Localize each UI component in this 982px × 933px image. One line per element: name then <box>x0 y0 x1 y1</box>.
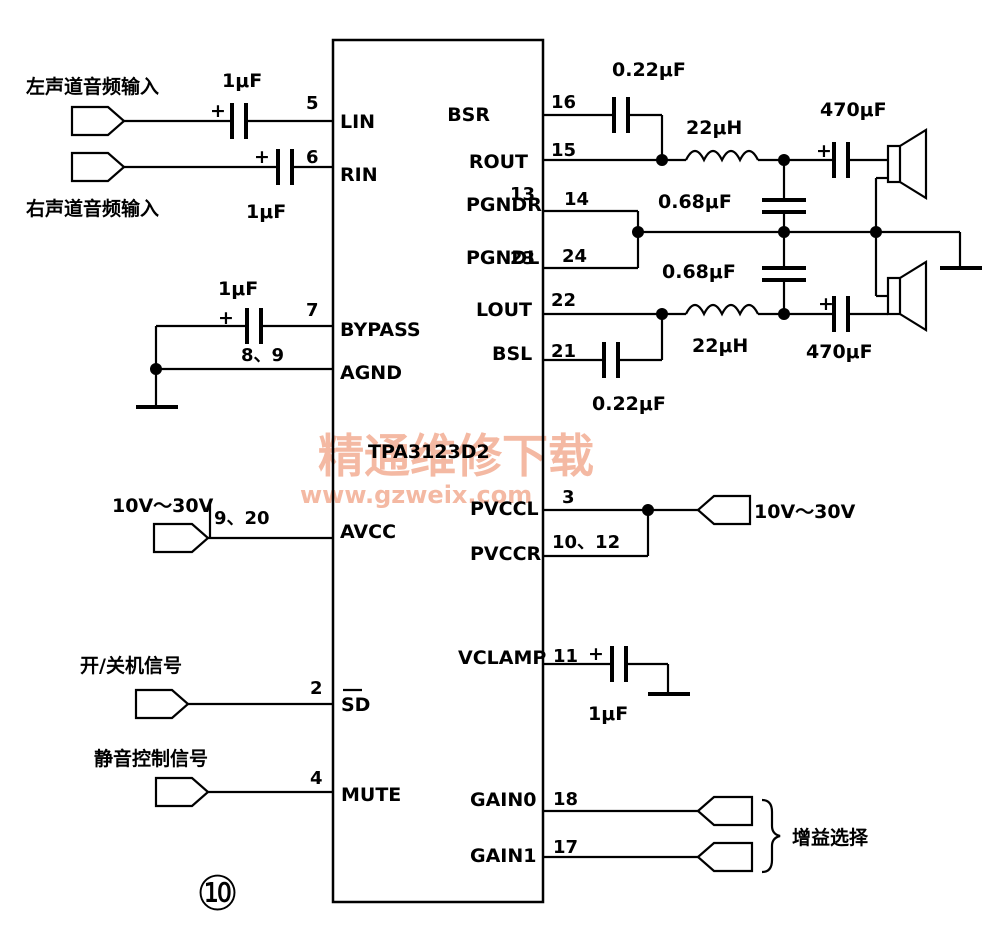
c-out-r-plus: + <box>816 140 832 162</box>
mute-signal-label: 静音控制信号 <box>94 747 208 770</box>
c-rin-label: 1μF <box>246 201 286 223</box>
gain-select-label: 增益选择 <box>792 826 869 849</box>
pin-num-avcc: 9、20 <box>214 508 270 529</box>
pin-num-mute: 4 <box>310 768 323 789</box>
pin-name-gain1: GAIN1 <box>470 845 537 867</box>
gain0-connector <box>696 795 754 827</box>
c-vclamp-label: 1μF <box>588 703 628 725</box>
pin-name-vclamp: VCLAMP <box>458 647 546 669</box>
pin-num-lout: 22 <box>551 290 576 311</box>
pin-name-agnd: AGND <box>340 362 402 384</box>
l-r-label: 22μH <box>686 117 742 139</box>
pin-num-gain1: 17 <box>553 837 578 858</box>
pin-num-bypass: 7 <box>306 300 319 321</box>
pin-num-pgndl: 24 <box>562 246 587 267</box>
pin-name-avcc: AVCC <box>340 521 396 543</box>
c-lin-plus: + <box>210 100 226 122</box>
c-out-l-plus: + <box>818 293 834 315</box>
pin-num-rout: 15 <box>551 140 576 161</box>
inductor-right <box>685 149 759 163</box>
pin-name-pgndr: PGNDR <box>466 194 542 216</box>
pin-name-bsr: BSR <box>447 104 490 126</box>
ic-part-number: TPA3123D2 <box>368 441 490 463</box>
pin-name-gain0: GAIN0 <box>470 789 537 811</box>
pvcc-supply-label: 10V～30V <box>754 501 856 523</box>
pin-num-rin: 6 <box>306 147 319 168</box>
c-bypass-label: 1μF <box>218 278 258 300</box>
pin-num-bsl: 21 <box>551 341 576 362</box>
avcc-supply-label: 10V～30V <box>112 495 214 517</box>
power-signal-label: 开/关机信号 <box>80 654 182 677</box>
c-bsl-label: 0.22μF <box>592 393 666 415</box>
pin-name-pvccr: PVCCR <box>470 543 542 565</box>
speaker-left-icon <box>886 260 928 332</box>
ic-body <box>331 38 545 904</box>
c-vclamp-plus: + <box>588 643 604 665</box>
inductor-left <box>685 303 759 317</box>
figure-number: ⑩ <box>196 866 239 922</box>
pin-num-lin: 5 <box>306 93 319 114</box>
pin-name-lin: LIN <box>340 111 375 133</box>
pin-num-pgndr: 14 <box>564 189 589 210</box>
pin-name-pgndl: PGNDL <box>466 247 539 269</box>
speaker-right-icon <box>886 128 928 200</box>
pin-num-gain0: 18 <box>553 789 578 810</box>
pin-name-lout: LOUT <box>476 299 532 321</box>
pin-name-mute: MUTE <box>341 784 401 806</box>
watermark-title: 精通维修下载 <box>318 429 594 483</box>
l-l-label: 22μH <box>692 335 748 357</box>
pin-num-sd: 2 <box>310 678 323 699</box>
c-rin-plus: + <box>254 146 270 168</box>
right-audio-input-label: 右声道音频输入 <box>25 197 159 220</box>
c-filter-r-label: 0.68μF <box>658 191 732 213</box>
pin-num-agnd: 8、9 <box>241 345 284 366</box>
right-audio-input-connector <box>70 151 126 183</box>
pin-num2-pgndr: 13 <box>510 184 535 205</box>
watermark-url: www.gzweix.com <box>300 481 532 509</box>
left-audio-input-label: 左声道音频输入 <box>26 75 159 98</box>
gain1-connector <box>696 841 754 873</box>
pin-num-pvccl: 3 <box>562 487 575 508</box>
pin-num-pvccr: 10、12 <box>552 532 620 553</box>
pvcc-supply-connector <box>696 494 752 526</box>
pin-name-bsl: BSL <box>492 343 532 365</box>
gain-select-brace <box>761 798 781 874</box>
pin-num-vclamp: 11 <box>553 646 578 667</box>
c-bsr-label: 0.22μF <box>612 59 686 81</box>
left-audio-input-connector <box>70 105 126 137</box>
c-filter-l-label: 0.68μF <box>662 261 736 283</box>
pin-name-rout: ROUT <box>469 151 528 173</box>
pin-name-rin: RIN <box>340 164 378 186</box>
mute-signal-connector <box>154 776 210 808</box>
power-signal-connector <box>134 688 190 720</box>
avcc-supply-connector <box>152 522 210 554</box>
pin-num-bsr: 16 <box>551 92 576 113</box>
c-out-r-label: 470μF <box>820 99 887 121</box>
pin-name-bypass: BYPASS <box>340 319 421 341</box>
c-bypass-plus: + <box>218 307 234 329</box>
pin-name-sd: SD <box>341 694 370 716</box>
pin-num2-pgndl: 23 <box>510 248 535 269</box>
pin-name-pvccl: PVCCL <box>470 498 539 520</box>
c-lin-label: 1μF <box>222 70 262 92</box>
c-out-l-label: 470μF <box>806 341 873 363</box>
